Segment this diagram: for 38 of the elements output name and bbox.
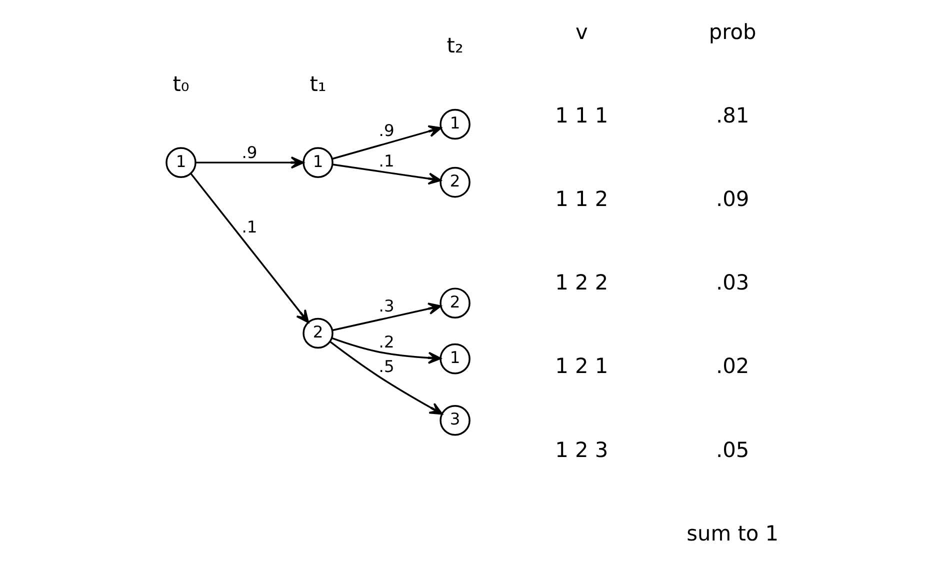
label: t₂	[446, 34, 464, 58]
arrow	[332, 164, 442, 185]
node-circle: 1	[440, 343, 470, 374]
edge-label: .1	[242, 217, 258, 236]
edge-label: .1	[378, 151, 394, 170]
node-circle: 2	[302, 318, 334, 349]
label: .81	[716, 103, 750, 128]
node-circle: 1	[166, 147, 196, 178]
arrow	[190, 173, 310, 324]
label: sum to 1	[686, 521, 779, 546]
arrow	[332, 125, 442, 160]
label: .09	[716, 186, 750, 211]
arrow	[332, 302, 442, 332]
label: 1 2 1	[555, 354, 608, 378]
edge-label: .9	[242, 143, 258, 162]
label: 1 2 2	[555, 270, 608, 295]
edge-label: .9	[378, 121, 394, 140]
arrow	[332, 337, 442, 364]
node-circle: 2	[440, 166, 470, 198]
edge-label: .5	[378, 356, 394, 376]
label: .03	[716, 270, 750, 295]
node-circle: 1	[302, 147, 334, 178]
edge-label: .2	[378, 332, 394, 352]
arrow	[196, 156, 304, 169]
arrow	[330, 341, 443, 415]
label: .05	[716, 438, 750, 462]
label: 1 2 3	[555, 438, 608, 462]
label: t₀	[172, 72, 190, 96]
node-circle: 2	[440, 288, 470, 318]
label: .02	[716, 354, 750, 378]
label: t₁	[310, 72, 326, 96]
node-circle: 3	[440, 404, 470, 436]
label: 1 1 1	[555, 103, 608, 128]
label: v	[575, 20, 588, 44]
label: prob	[708, 20, 756, 44]
edge-label: .3	[378, 296, 394, 316]
node-circle: 1	[440, 108, 470, 140]
label: 1 1 2	[555, 186, 608, 211]
